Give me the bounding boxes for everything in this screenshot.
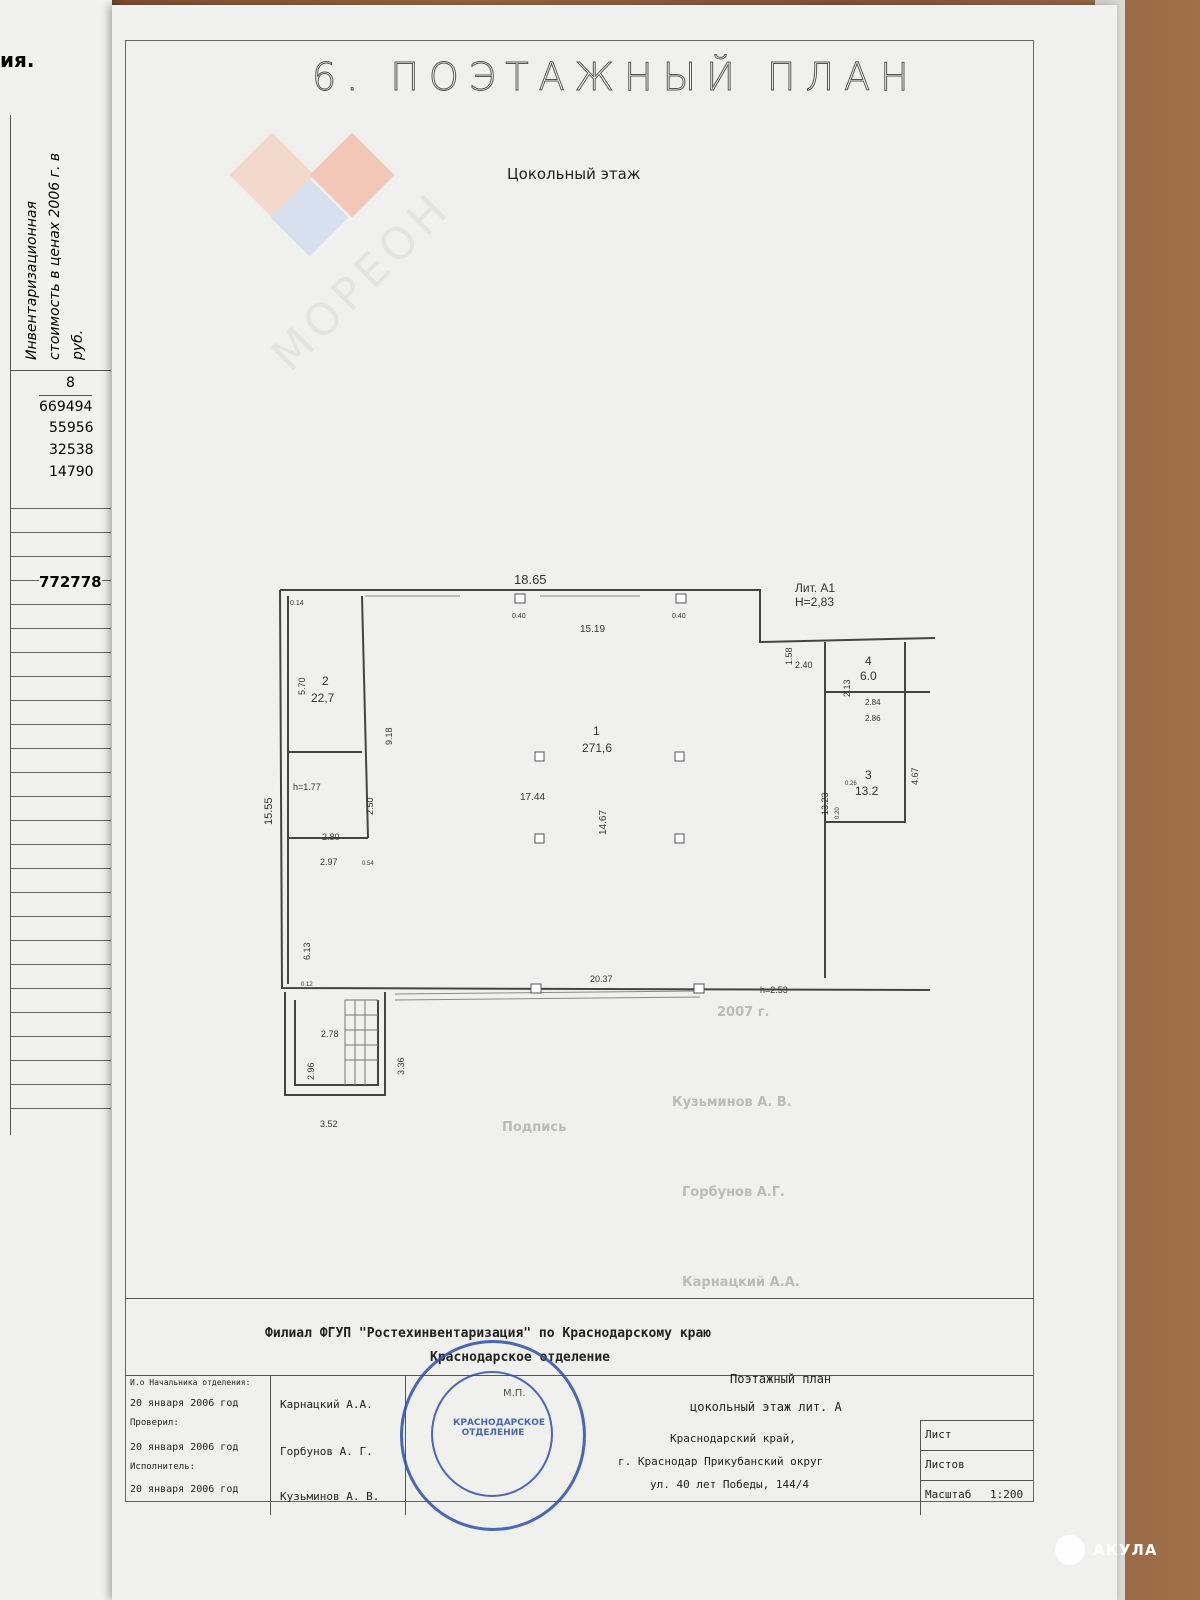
role-name: Кузьминов А. В.	[280, 1490, 380, 1503]
dim: 5.70	[297, 677, 307, 695]
role-name: Карнацкий А.А.	[280, 1398, 373, 1411]
value-4: 14790	[49, 464, 94, 480]
sheets-label: Листов	[925, 1458, 965, 1471]
doc-title: Поэтажный план	[730, 1372, 832, 1386]
dim: 2.84	[865, 698, 881, 707]
value-table: Инвентаризационная стоимость в ценах 200…	[10, 115, 111, 1135]
address-line: ул. 40 лет Победы, 144/4	[650, 1478, 809, 1491]
brand-watermark: АКУЛА	[1055, 1535, 1158, 1565]
dim: 2.86	[865, 714, 881, 723]
room-4-area: 6.0	[860, 669, 877, 683]
room-3-number: 3	[865, 768, 872, 782]
dim: 0.40	[672, 613, 686, 620]
dim: 9.18	[384, 727, 394, 745]
bleed-text: Карнацкий А.А.	[682, 1275, 800, 1290]
room-4-number: 4	[865, 654, 872, 668]
dim: 17.44	[520, 792, 545, 803]
role-label: И.о Начальника отделения:	[130, 1378, 251, 1387]
room-2-number: 2	[322, 674, 329, 688]
dim: 2.80	[322, 832, 340, 842]
role-label: Исполнитель:	[130, 1462, 196, 1472]
stair-steps	[344, 595, 701, 1085]
dim: 0.26	[845, 781, 857, 787]
partial-title: ия.	[0, 48, 35, 72]
official-stamp: КРАСНОДАРСКОЕ ОТДЕЛЕНИЕ М.П.	[400, 1340, 586, 1531]
lit-label: Лит. А1	[795, 581, 835, 595]
bleed-text: Кузьминов А. В.	[672, 1095, 792, 1110]
dim: 0.54	[362, 861, 374, 867]
dim: 2.40	[795, 660, 813, 670]
room-2-area: 22,7	[311, 691, 335, 705]
role-label: Проверил:	[130, 1418, 179, 1428]
dim: 2.96	[306, 1062, 316, 1080]
dim: 6.13	[302, 942, 312, 960]
height-label: H=2,83	[795, 595, 834, 609]
shark-logo-icon	[1055, 1535, 1085, 1565]
page-frame	[125, 40, 1034, 1502]
wall-outer	[279, 589, 931, 991]
dim: 2.78	[321, 1029, 339, 1039]
bleed-text: 2007 г.	[717, 1005, 770, 1020]
floor-plan-page: 6. ПОЭТАЖНЫЙ ПЛАН Цокольный этаж МОРЕОН …	[112, 5, 1117, 1600]
dim: h=2.53	[760, 985, 788, 995]
rooms-3-4-walls	[824, 642, 930, 978]
scale-value: 1:200	[990, 1488, 1024, 1501]
role-name: Горбунов А. Г.	[280, 1445, 373, 1458]
dim: 1.58	[784, 647, 794, 665]
stamp-mp: М.П.	[503, 1388, 526, 1399]
dim: 2.50	[365, 797, 375, 815]
sheet-label: Лист	[925, 1428, 952, 1441]
org-line-1: Филиал ФГУП "Ростехинвентаризация" по Кр…	[265, 1326, 712, 1341]
dim-door-width: 0.20	[835, 807, 841, 819]
dim: 4.67	[910, 767, 920, 785]
dim: 20.37	[590, 974, 613, 984]
dim: 15.19	[580, 624, 605, 635]
brand-name: АКУЛА	[1093, 1541, 1158, 1559]
dim: 3.52	[320, 1119, 338, 1129]
role-date: 20 января 2006 год	[130, 1398, 239, 1409]
stair-walls	[284, 992, 386, 1096]
dim: h=1.77	[293, 782, 321, 792]
address-line: Краснодарский край,	[670, 1432, 796, 1445]
role-date: 20 января 2006 год	[130, 1484, 239, 1495]
wall-top	[280, 589, 936, 644]
scale-label: Масштаб	[925, 1488, 972, 1501]
doc-subtitle: цокольный этаж лит. А	[690, 1400, 842, 1414]
left-page: ия. Инвентаризационная стоимость в ценах…	[0, 0, 112, 1600]
dim: 2.13	[842, 679, 852, 697]
dim-wall-thickness: 0.14	[290, 600, 304, 607]
room-1-number: 1	[593, 724, 600, 738]
total-value: 772778	[39, 573, 102, 591]
value-1: 669494	[39, 395, 93, 418]
dim: 15.55	[263, 797, 275, 825]
column-number: 8	[66, 375, 75, 391]
value-3: 32538	[49, 442, 94, 458]
floor-title: Цокольный этаж	[507, 165, 641, 183]
room-3-area: 13.2	[855, 784, 879, 798]
room-1-area: 271,6	[582, 741, 612, 755]
dim: 3.36	[396, 1057, 406, 1075]
value-2: 55956	[49, 420, 94, 436]
bleed-text: Горбунов А.Г.	[682, 1185, 785, 1200]
bleed-text: Подпись	[502, 1120, 567, 1135]
dim: 13.23	[820, 792, 830, 815]
room-2-walls	[287, 595, 369, 984]
role-date: 20 января 2006 год	[130, 1442, 239, 1453]
dim: 0.40	[512, 613, 526, 620]
columns	[514, 593, 705, 994]
section-title: 6. ПОЭТАЖНЫЙ ПЛАН	[312, 55, 919, 100]
dim: 2.97	[320, 857, 338, 867]
stamp-text: КРАСНОДАРСКОЕ ОТДЕЛЕНИЕ	[453, 1418, 546, 1438]
dim: 0.12	[301, 982, 313, 988]
dim-top: 18.65	[514, 572, 547, 587]
dim: 14.67	[598, 810, 609, 835]
address-line: г. Краснодар Прикубанский округ	[618, 1455, 824, 1468]
